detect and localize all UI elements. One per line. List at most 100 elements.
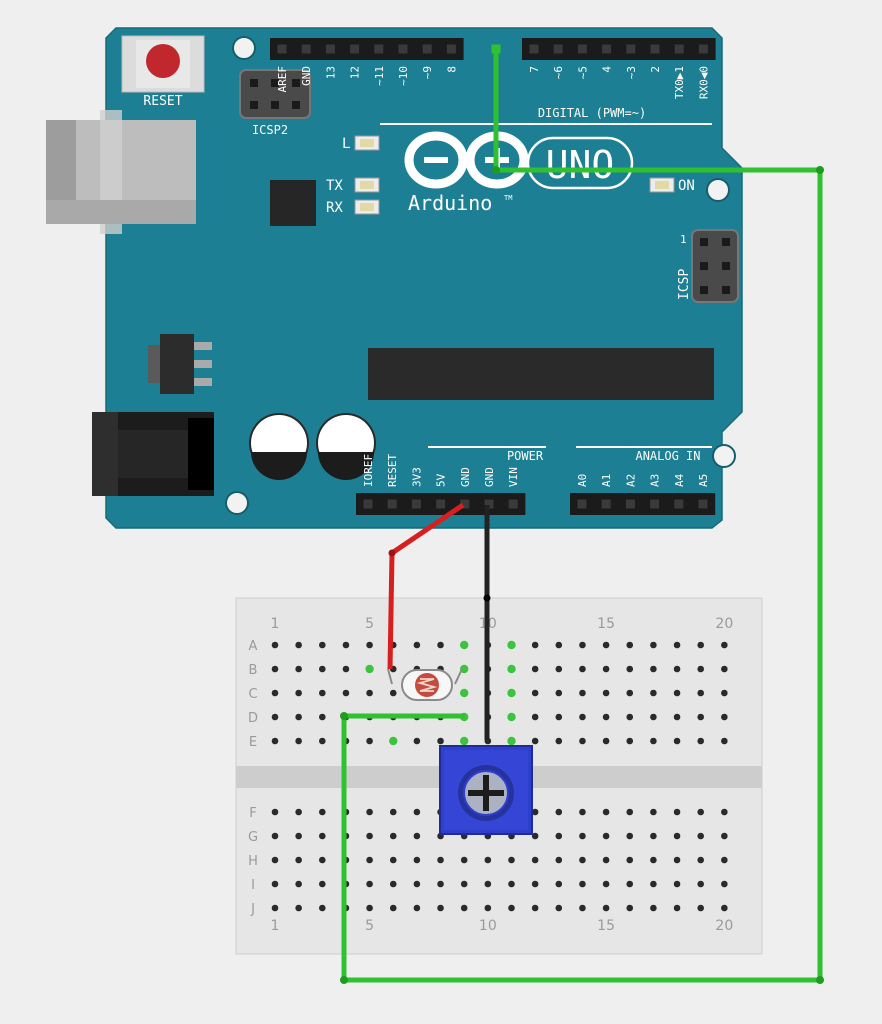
- breadboard-hole[interactable]: [319, 904, 326, 912]
- breadboard-hole[interactable]: [650, 665, 657, 673]
- header-pin[interactable]: [650, 499, 660, 509]
- header-pin[interactable]: [436, 499, 446, 509]
- breadboard-hole[interactable]: [650, 737, 657, 745]
- breadboard-hole[interactable]: [507, 688, 516, 698]
- breadboard-hole[interactable]: [319, 689, 326, 697]
- breadboard-hole[interactable]: [508, 880, 515, 888]
- breadboard-hole[interactable]: [721, 904, 728, 912]
- breadboard-hole[interactable]: [721, 880, 728, 888]
- breadboard-hole[interactable]: [721, 713, 728, 721]
- breadboard-hole[interactable]: [507, 664, 516, 674]
- breadboard-hole[interactable]: [650, 713, 657, 721]
- breadboard-hole[interactable]: [721, 737, 728, 745]
- breadboard-hole[interactable]: [484, 904, 492, 912]
- breadboard-hole[interactable]: [626, 880, 634, 888]
- breadboard-hole[interactable]: [602, 856, 610, 864]
- breadboard-hole[interactable]: [650, 832, 657, 840]
- breadboard-hole[interactable]: [650, 880, 657, 888]
- header-pin[interactable]: [577, 44, 587, 54]
- breadboard-hole[interactable]: [721, 856, 728, 864]
- breadboard-hole[interactable]: [626, 737, 634, 745]
- breadboard-hole[interactable]: [697, 832, 704, 840]
- breadboard-hole[interactable]: [579, 880, 586, 888]
- breadboard-hole[interactable]: [531, 689, 539, 697]
- breadboard-hole[interactable]: [460, 880, 468, 888]
- breadboard-hole[interactable]: [413, 737, 421, 745]
- breadboard-hole[interactable]: [366, 904, 373, 912]
- breadboard-hole[interactable]: [721, 832, 728, 840]
- breadboard-hole[interactable]: [602, 904, 610, 912]
- breadboard-hole[interactable]: [721, 665, 728, 673]
- breadboard-hole[interactable]: [319, 713, 326, 721]
- header-pin[interactable]: [325, 44, 335, 54]
- breadboard-hole[interactable]: [342, 641, 350, 649]
- breadboard-hole[interactable]: [507, 712, 516, 722]
- header-pin[interactable]: [277, 44, 287, 54]
- breadboard-hole[interactable]: [460, 736, 469, 746]
- breadboard-hole[interactable]: [342, 689, 350, 697]
- breadboard-hole[interactable]: [508, 904, 515, 912]
- header-pin[interactable]: [625, 499, 635, 509]
- breadboard-hole[interactable]: [319, 808, 326, 816]
- breadboard-hole[interactable]: [271, 856, 279, 864]
- header-pin[interactable]: [698, 44, 708, 54]
- breadboard-hole[interactable]: [673, 713, 681, 721]
- breadboard-hole[interactable]: [531, 713, 539, 721]
- breadboard-hole[interactable]: [413, 880, 421, 888]
- breadboard-hole[interactable]: [319, 832, 326, 840]
- breadboard-hole[interactable]: [555, 641, 563, 649]
- breadboard-hole[interactable]: [460, 856, 468, 864]
- breadboard-hole[interactable]: [271, 832, 279, 840]
- breadboard-hole[interactable]: [697, 904, 704, 912]
- header-pin[interactable]: [650, 44, 660, 54]
- breadboard-hole[interactable]: [531, 832, 539, 840]
- breadboard-hole[interactable]: [484, 880, 492, 888]
- breadboard-hole[interactable]: [366, 808, 373, 816]
- breadboard-hole[interactable]: [389, 736, 398, 746]
- header-pin[interactable]: [350, 44, 360, 54]
- breadboard-hole[interactable]: [602, 808, 610, 816]
- breadboard-hole[interactable]: [295, 808, 302, 816]
- header-pin[interactable]: [553, 44, 563, 54]
- breadboard-hole[interactable]: [602, 737, 610, 745]
- breadboard-hole[interactable]: [507, 736, 516, 746]
- header-pin[interactable]: [508, 499, 518, 509]
- breadboard-hole[interactable]: [555, 832, 563, 840]
- breadboard-hole[interactable]: [460, 688, 469, 698]
- breadboard-hole[interactable]: [271, 808, 279, 816]
- breadboard-hole[interactable]: [389, 904, 397, 912]
- breadboard-hole[interactable]: [295, 665, 302, 673]
- breadboard-hole[interactable]: [342, 665, 350, 673]
- breadboard-hole[interactable]: [579, 808, 586, 816]
- breadboard-hole[interactable]: [697, 808, 704, 816]
- breadboard-hole[interactable]: [295, 737, 302, 745]
- breadboard-hole[interactable]: [460, 640, 469, 650]
- breadboard-hole[interactable]: [579, 665, 586, 673]
- breadboard-hole[interactable]: [295, 832, 302, 840]
- header-pin[interactable]: [698, 499, 708, 509]
- breadboard-hole[interactable]: [650, 856, 657, 864]
- breadboard-hole[interactable]: [531, 904, 539, 912]
- breadboard-hole[interactable]: [602, 689, 610, 697]
- breadboard-hole[interactable]: [697, 713, 704, 721]
- breadboard-hole[interactable]: [295, 641, 302, 649]
- breadboard-hole[interactable]: [413, 808, 421, 816]
- breadboard-hole[interactable]: [673, 856, 681, 864]
- breadboard-hole[interactable]: [626, 689, 634, 697]
- header-pin[interactable]: [602, 44, 612, 54]
- breadboard-hole[interactable]: [295, 904, 302, 912]
- breadboard-hole[interactable]: [721, 808, 728, 816]
- breadboard-hole[interactable]: [389, 880, 397, 888]
- breadboard-hole[interactable]: [579, 856, 586, 864]
- breadboard-hole[interactable]: [413, 641, 421, 649]
- breadboard-hole[interactable]: [366, 856, 373, 864]
- breadboard-hole[interactable]: [365, 664, 374, 674]
- breadboard-hole[interactable]: [602, 641, 610, 649]
- breadboard-hole[interactable]: [673, 808, 681, 816]
- breadboard-hole[interactable]: [508, 856, 515, 864]
- breadboard-hole[interactable]: [650, 641, 657, 649]
- breadboard-hole[interactable]: [626, 713, 634, 721]
- breadboard-hole[interactable]: [697, 737, 704, 745]
- breadboard-hole[interactable]: [437, 880, 444, 888]
- header-pin[interactable]: [387, 499, 397, 509]
